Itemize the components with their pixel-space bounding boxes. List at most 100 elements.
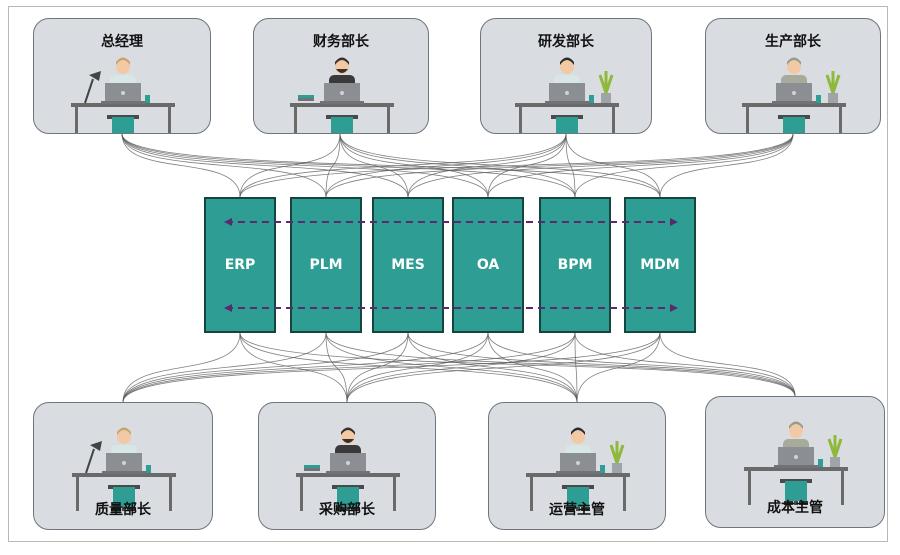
desk-top <box>742 103 846 107</box>
laptop-base <box>545 101 589 104</box>
person-legs <box>337 487 359 507</box>
connection-line <box>122 332 576 403</box>
office-scene-cost <box>744 421 848 505</box>
connection-line <box>346 332 661 403</box>
connection-line <box>339 133 409 198</box>
desk-leg <box>169 477 172 511</box>
person-legs <box>112 117 134 133</box>
mug-icon <box>816 95 821 103</box>
person-shoe <box>784 501 793 505</box>
person-shoe <box>799 501 808 505</box>
mug-icon <box>146 465 151 473</box>
laptop-logo <box>340 91 344 95</box>
connection-line <box>239 332 348 403</box>
connection-line <box>574 133 794 198</box>
plant-leaves <box>609 441 625 464</box>
desk-leg <box>612 107 615 133</box>
desk-leg <box>294 107 297 133</box>
connection-line <box>325 332 796 397</box>
desk-leg <box>76 477 79 511</box>
lamp-head <box>89 71 101 81</box>
connection-line <box>122 332 241 403</box>
role-label-quality: 质量部长 <box>95 502 151 518</box>
connection-line <box>339 133 576 198</box>
connection-line <box>487 332 578 403</box>
person-legs <box>783 117 805 133</box>
desk-top <box>515 103 619 107</box>
person-shoe <box>566 507 575 511</box>
connection-line <box>121 133 661 198</box>
laptop-logo <box>122 461 126 465</box>
desk-leg <box>746 107 749 133</box>
system-label-mdm: MDM <box>640 257 680 273</box>
desk-leg <box>519 107 522 133</box>
role-card-procurement: 采购部长 <box>258 402 436 530</box>
office-illustration <box>72 427 176 511</box>
person-hair <box>789 421 803 429</box>
laptop-logo <box>565 91 569 95</box>
office-scene-procurement <box>296 427 400 511</box>
person-shoe <box>127 507 136 511</box>
plant-leaves <box>825 71 841 94</box>
desk-top <box>296 473 400 477</box>
desk-leg <box>168 107 171 133</box>
laptop-base <box>326 471 370 474</box>
desk-leg <box>623 477 626 511</box>
connection-line <box>122 332 661 403</box>
office-illustration <box>744 421 848 505</box>
system-label-plm: PLM <box>309 257 343 273</box>
plant-pot <box>601 93 611 103</box>
connection-line <box>576 332 661 403</box>
person-beard <box>342 439 354 443</box>
laptop-base <box>772 101 816 104</box>
person-head <box>117 430 131 444</box>
role-label-gm: 总经理 <box>101 34 143 50</box>
connection-line <box>407 332 578 403</box>
role-card-production: 生产部长 <box>705 18 881 134</box>
connection-line <box>346 332 489 403</box>
person-hair <box>341 427 355 435</box>
connection-line <box>339 133 489 198</box>
book-icon <box>304 468 320 471</box>
laptop-logo <box>794 455 798 459</box>
connection-line <box>121 133 576 198</box>
connection-line <box>325 332 348 403</box>
plant-pot <box>830 457 840 467</box>
role-label-finance: 财务部长 <box>313 34 369 50</box>
office-scene-finance <box>290 57 394 133</box>
office-scene-gm <box>71 57 175 133</box>
desk-leg <box>300 477 303 511</box>
person-hair <box>117 427 131 435</box>
laptop-logo <box>346 461 350 465</box>
mug-icon <box>589 95 594 103</box>
plant-pot <box>612 463 622 473</box>
laptop-logo <box>121 91 125 95</box>
mug-icon <box>600 465 605 473</box>
office-illustration <box>290 57 394 133</box>
person-legs <box>113 487 135 507</box>
person-hair <box>560 57 574 65</box>
person-shoe <box>581 507 590 511</box>
connection-line <box>487 133 794 198</box>
office-illustration <box>296 427 400 511</box>
role-card-operations: 运营主管 <box>488 402 666 530</box>
person-hair <box>116 57 130 65</box>
connection-line <box>574 332 578 403</box>
laptop-base <box>102 471 146 474</box>
role-card-gm: 总经理 <box>33 18 211 134</box>
person-beard <box>336 69 348 73</box>
system-label-erp: ERP <box>224 257 256 273</box>
office-scene-quality <box>72 427 176 511</box>
person-head <box>116 60 130 74</box>
connection-line <box>239 133 567 198</box>
connection-line <box>407 133 794 198</box>
role-label-production: 生产部长 <box>765 34 821 50</box>
office-scene-operations <box>526 427 630 511</box>
laptop-base <box>101 101 145 104</box>
book-icon <box>304 465 320 468</box>
person-shoe <box>112 507 121 511</box>
lamp-head <box>90 441 102 451</box>
connection-line <box>239 133 794 198</box>
